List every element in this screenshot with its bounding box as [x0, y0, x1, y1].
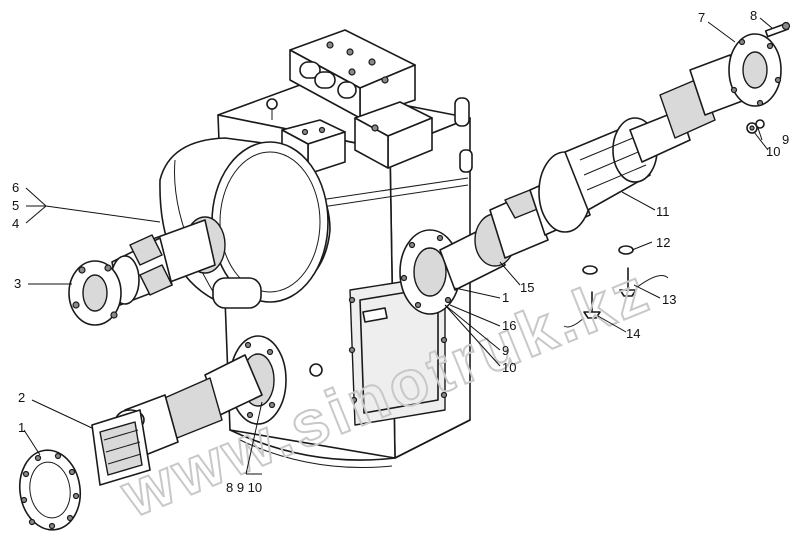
leader-lines [23, 17, 773, 475]
callout-10-middle: 10 [502, 360, 516, 375]
callout-9-right: 9 [782, 132, 789, 147]
callout-15: 15 [520, 280, 534, 295]
callout-13: 13 [662, 292, 676, 307]
callout-7: 7 [698, 10, 705, 25]
callout-8-9-10: 8 9 10 [226, 480, 262, 495]
callout-16: 16 [502, 318, 516, 333]
flange-gasket-ring [18, 449, 82, 531]
callout-9-middle: 9 [502, 343, 509, 358]
callout-12: 12 [656, 235, 670, 250]
callout-5: 5 [12, 198, 19, 213]
callout-6: 6 [12, 180, 19, 195]
callout-labels: 6 5 4 3 2 1 8 9 10 7 8 9 10 11 12 13 14 … [12, 8, 789, 495]
lower-output-cardan-shaft [91, 335, 287, 486]
torque-converter-housing [159, 137, 331, 309]
callout-11: 11 [656, 204, 670, 219]
callout-8: 8 [750, 8, 757, 23]
callout-14: 14 [626, 326, 640, 341]
upper-cardan-shaft [439, 33, 782, 291]
callout-1-upper: 1 [502, 290, 509, 305]
control-valve-blocks [266, 29, 433, 175]
callout-3: 3 [14, 276, 21, 291]
callout-1-lower: 1 [18, 420, 25, 435]
callout-2: 2 [18, 390, 25, 405]
callout-4: 4 [12, 216, 19, 231]
fasteners [563, 21, 791, 328]
callout-10-right: 10 [766, 144, 780, 159]
input-cardan-shaft [68, 216, 226, 326]
